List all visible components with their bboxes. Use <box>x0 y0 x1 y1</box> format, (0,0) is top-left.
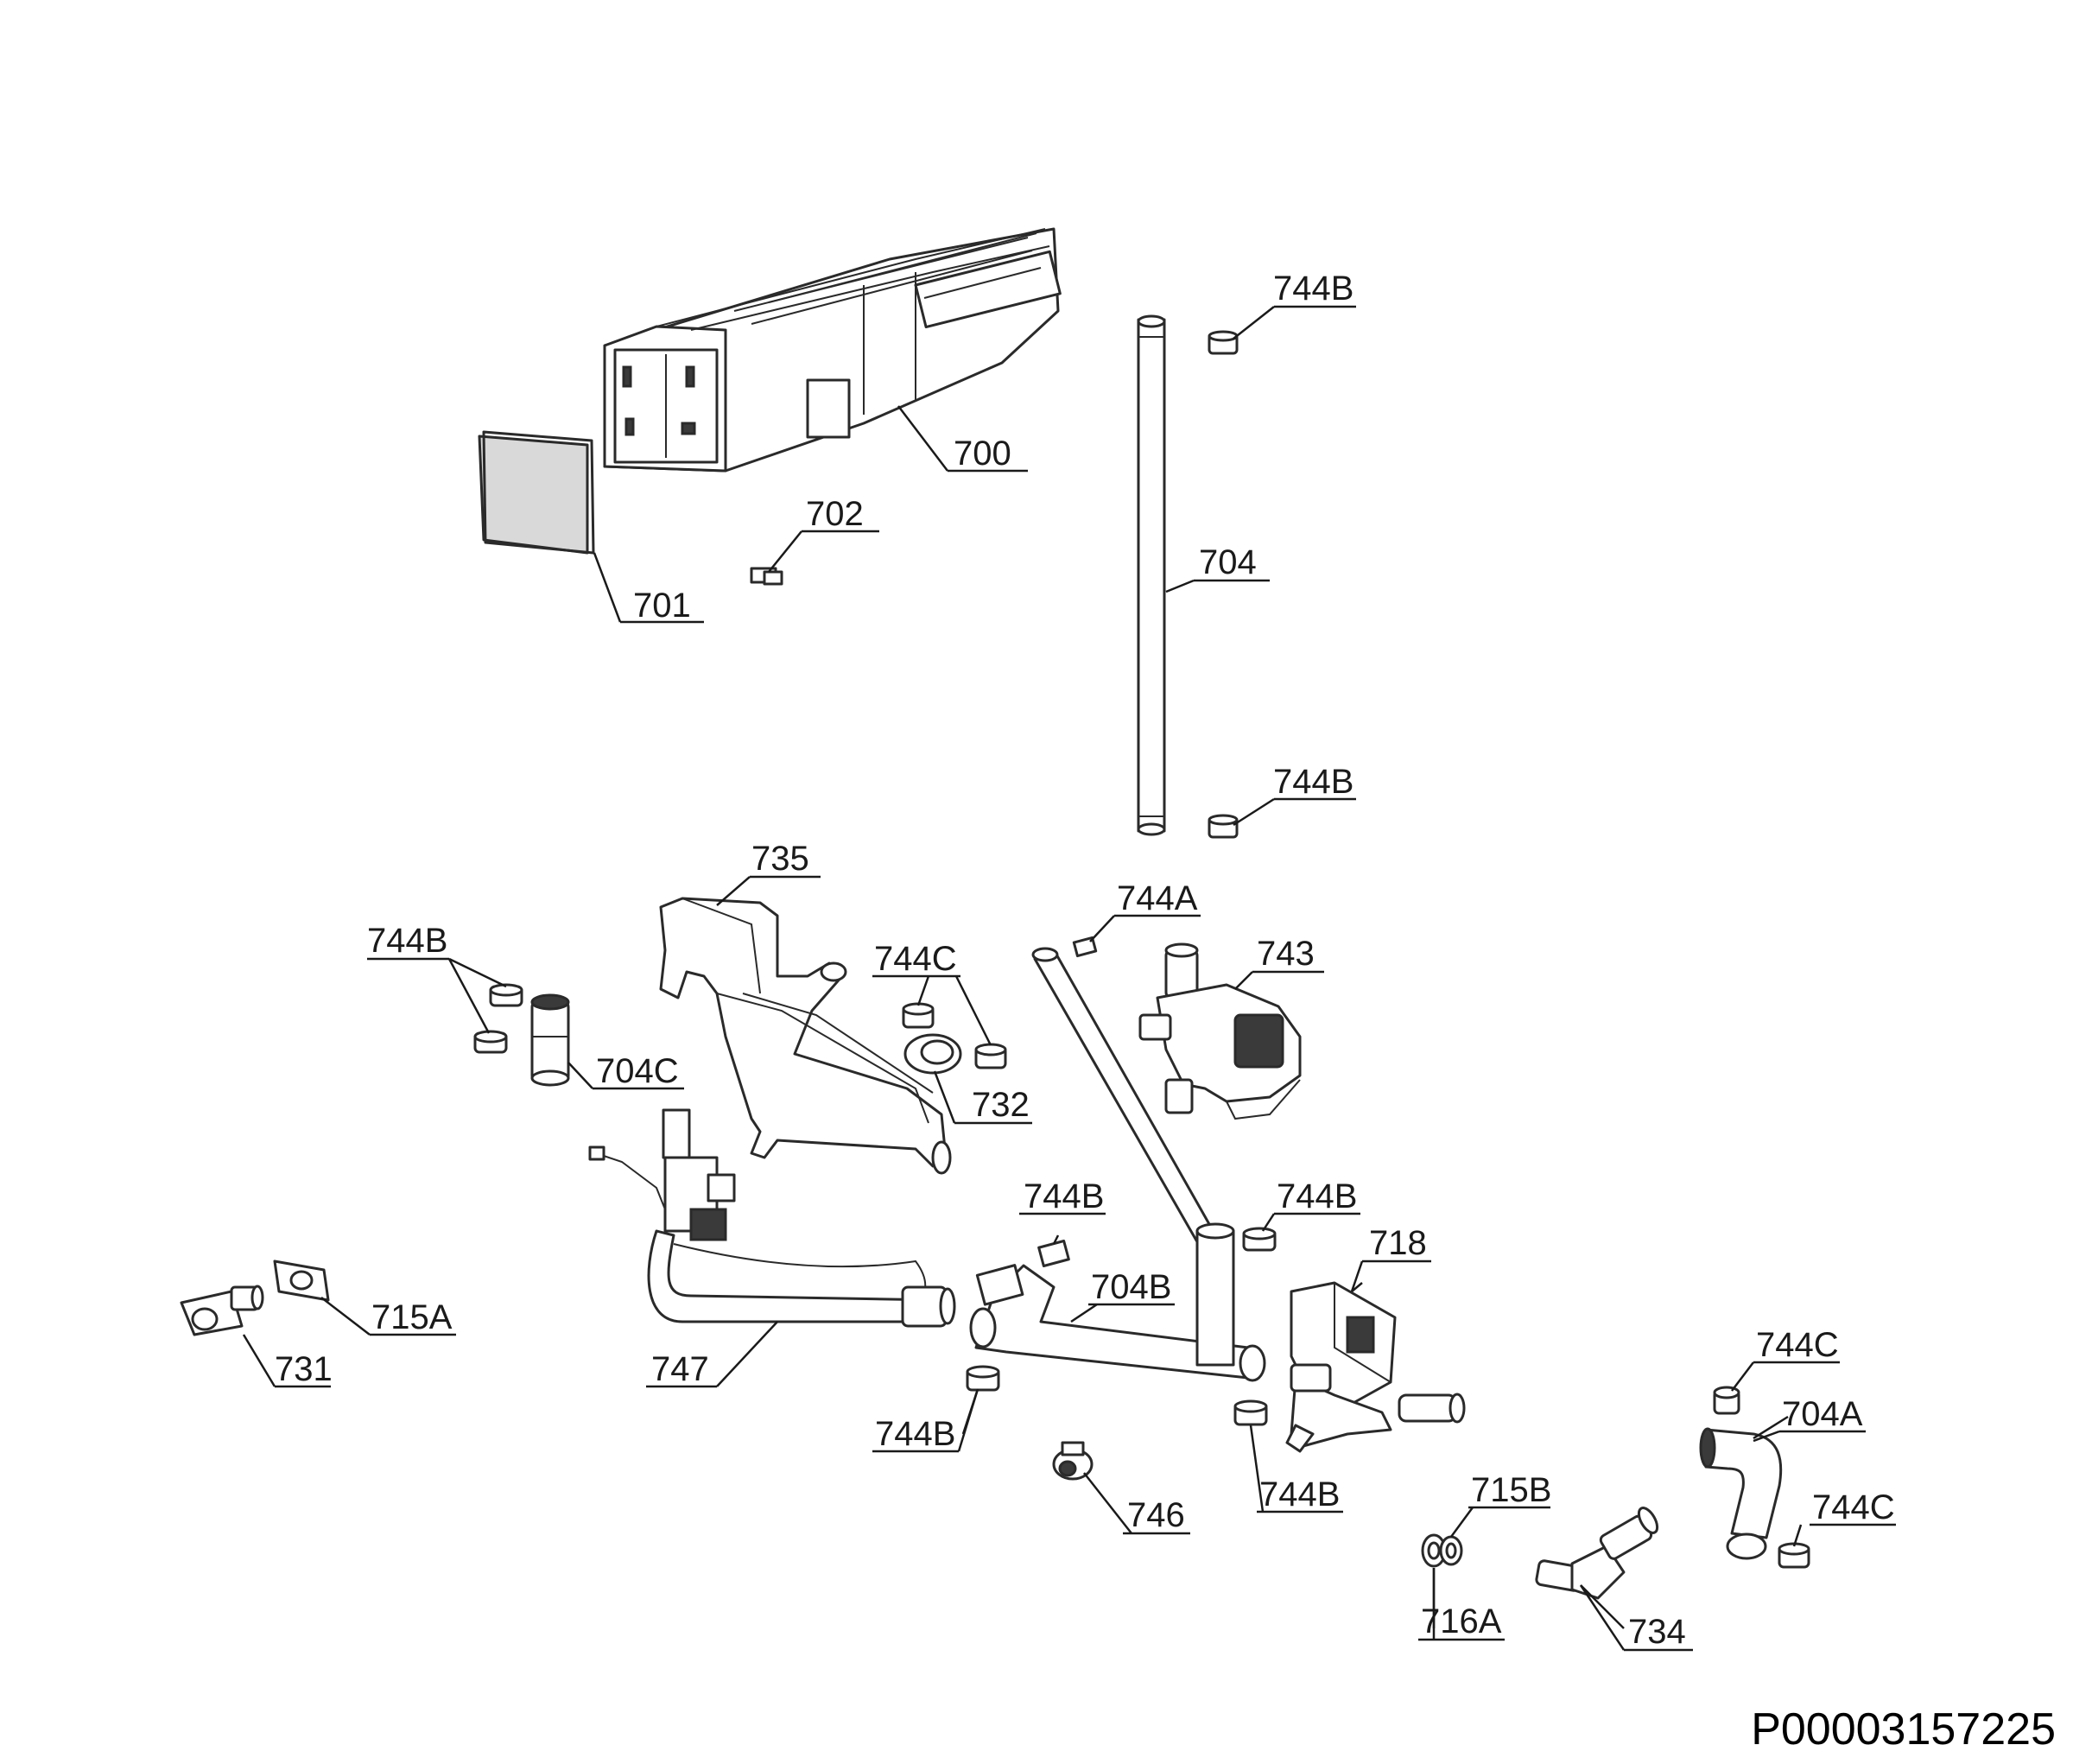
callout-743: 743 <box>1252 935 1324 974</box>
callout-744b-tee-left: 744B <box>1019 1177 1106 1215</box>
svg-text:744B: 744B <box>1024 1177 1104 1215</box>
callout-704b: 704B <box>1088 1268 1175 1306</box>
svg-text:734: 734 <box>1628 1613 1686 1651</box>
part-718-unit <box>1285 1281 1466 1453</box>
callout-744b-bottom-right: 744B <box>1257 1475 1343 1513</box>
part-704a-elbow-hose <box>1699 1427 1783 1560</box>
svg-text:700: 700 <box>954 435 1011 473</box>
callout-735: 735 <box>750 840 821 879</box>
callout-744b-mid: 744B <box>1273 763 1356 801</box>
callout-715a: 715A <box>370 1298 456 1336</box>
svg-text:731: 731 <box>275 1350 333 1388</box>
part-744b-clamps-left <box>473 983 523 1054</box>
svg-text:744B: 744B <box>875 1415 955 1453</box>
part-746-clip <box>1052 1441 1094 1481</box>
svg-text:701: 701 <box>633 587 691 625</box>
svg-text:732: 732 <box>972 1086 1030 1124</box>
svg-text:735: 735 <box>751 840 809 878</box>
svg-text:747: 747 <box>651 1350 709 1388</box>
callout-731: 731 <box>275 1350 333 1388</box>
part-744b-clamp-tee-right <box>1242 1227 1277 1252</box>
part-715b-716a-washers <box>1421 1533 1463 1568</box>
leader-lines <box>242 306 1803 1629</box>
part-744b-clamp-mid <box>1208 814 1239 839</box>
part-700-housing <box>603 227 1062 473</box>
part-715a-gasket <box>273 1260 330 1302</box>
callout-732: 732 <box>954 1086 1032 1125</box>
svg-text:702: 702 <box>806 495 864 533</box>
callout-704a: 704A <box>1753 1395 1866 1443</box>
callout-744b-left: 744B <box>367 922 449 961</box>
svg-text:744B: 744B <box>1259 1475 1340 1513</box>
callout-labels: 700 701 702 704 744B 744B 735 744A <box>275 270 1896 1652</box>
callout-744a: 744A <box>1114 879 1201 917</box>
part-701-lid <box>478 430 595 555</box>
callout-744c-right-bottom: 744C <box>1810 1488 1896 1526</box>
svg-text:744C: 744C <box>1812 1488 1895 1526</box>
callout-702: 702 <box>802 495 879 533</box>
part-702-clip <box>750 567 783 586</box>
svg-text:746: 746 <box>1127 1496 1185 1534</box>
part-743-valve <box>1138 942 1302 1120</box>
callout-744c-upper: 744C <box>872 940 960 978</box>
part-744b-clamp-top <box>1208 330 1239 355</box>
callout-716a: 716A <box>1418 1568 1505 1641</box>
drawing-id: P00003157225 <box>1751 1704 2056 1754</box>
svg-text:744C: 744C <box>874 940 957 978</box>
part-744c-clamp-right-top <box>1713 1386 1740 1415</box>
svg-text:718: 718 <box>1369 1224 1427 1262</box>
callout-744b-bottom-left: 744B <box>872 1388 979 1453</box>
callout-700: 700 <box>948 435 1028 473</box>
callout-744b-tee-right: 744B <box>1274 1177 1360 1215</box>
part-704c-hose <box>530 993 570 1087</box>
part-732-grommet <box>903 1033 962 1075</box>
callout-704: 704 <box>1194 543 1270 582</box>
callout-734: 734 <box>1579 1584 1693 1652</box>
part-731-fitting <box>180 1285 264 1336</box>
svg-text:704B: 704B <box>1091 1268 1171 1306</box>
part-744b-clamp-bottom-right <box>1233 1399 1268 1426</box>
svg-text:704A: 704A <box>1782 1395 1863 1433</box>
svg-text:744B: 744B <box>1277 1177 1357 1215</box>
svg-text:744B: 744B <box>367 922 447 960</box>
svg-text:743: 743 <box>1257 935 1315 973</box>
svg-text:744C: 744C <box>1756 1326 1839 1364</box>
part-744b-clamp-bottom-left <box>966 1365 1000 1392</box>
svg-text:744B: 744B <box>1273 763 1353 801</box>
part-734-elbow <box>1535 1507 1659 1600</box>
svg-text:704: 704 <box>1199 543 1257 581</box>
part-704-tube <box>1137 314 1166 836</box>
part-735-duct <box>659 897 952 1175</box>
part-747-sensor-assembly <box>588 1108 956 1328</box>
part-744b-clamp-tee-left <box>1037 1239 1070 1268</box>
callout-701: 701 <box>620 587 704 625</box>
svg-text:715B: 715B <box>1471 1471 1551 1509</box>
svg-text:704C: 704C <box>596 1052 679 1090</box>
callout-744b-top: 744B <box>1273 270 1356 308</box>
svg-text:744A: 744A <box>1117 879 1198 917</box>
svg-text:715A: 715A <box>371 1298 453 1336</box>
callout-746: 746 <box>1123 1496 1190 1535</box>
callout-715b: 715B <box>1468 1471 1551 1509</box>
callout-747: 747 <box>646 1350 717 1388</box>
callout-718: 718 <box>1350 1224 1431 1292</box>
part-744c-clamp-right-bottom <box>1778 1542 1810 1569</box>
svg-text:744B: 744B <box>1273 270 1353 308</box>
callout-704c: 704C <box>593 1052 684 1090</box>
part-704b-tpipe <box>969 1222 1266 1382</box>
callout-744c-right-top: 744C <box>1753 1326 1840 1364</box>
part-744c-clamps-upper <box>902 1002 1007 1069</box>
